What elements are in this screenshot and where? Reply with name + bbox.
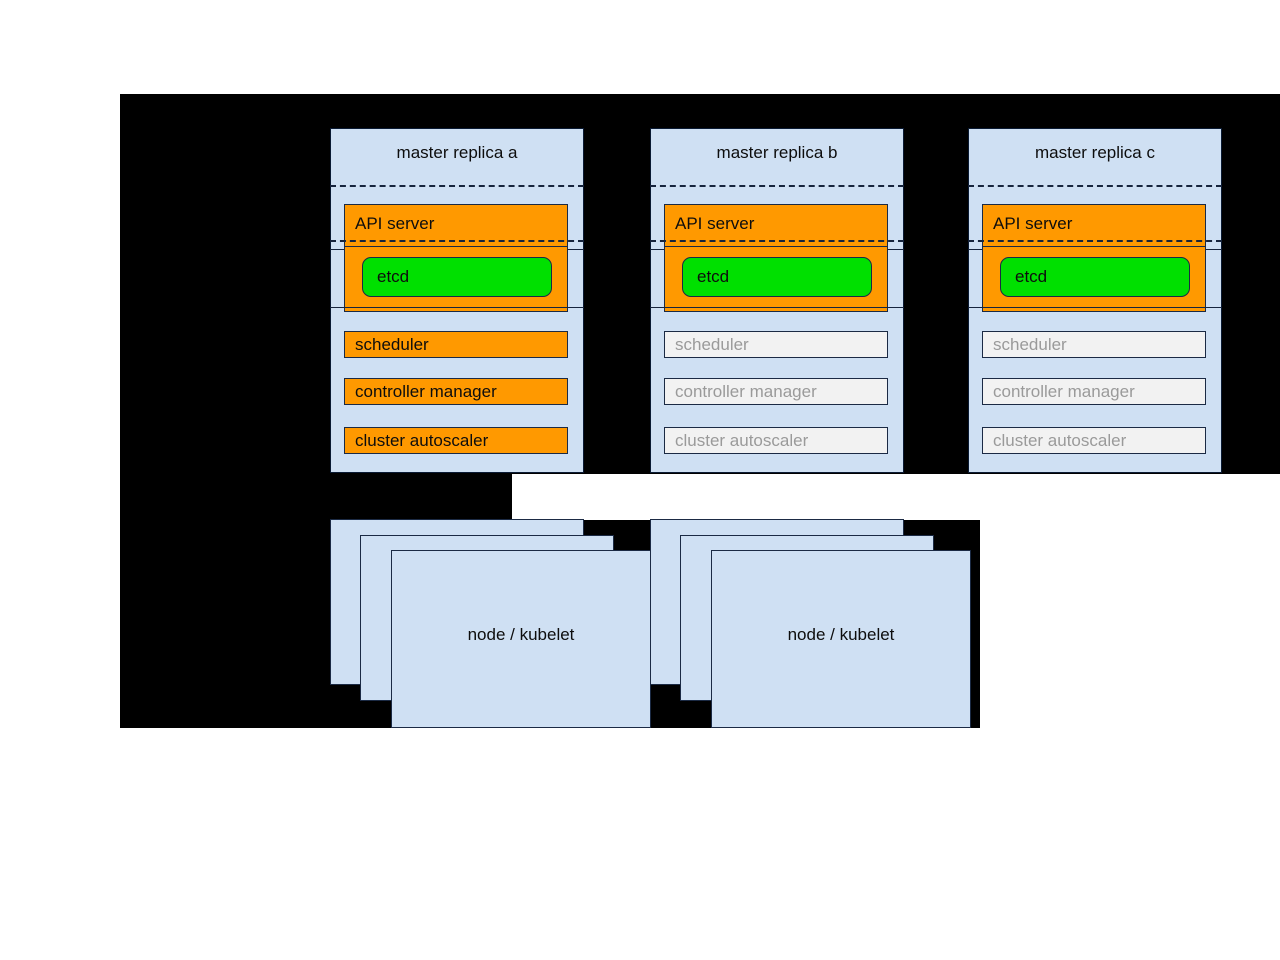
master-replica-a-divider-mid: [330, 240, 584, 242]
master-replica-c-component-cluster-autoscaler[interactable]: cluster autoscaler: [982, 427, 1206, 454]
master-replica-a-component-cluster-autoscaler-label: cluster autoscaler: [355, 430, 489, 450]
master-replica-b-rule-lower: [650, 307, 904, 308]
master-replica-c-divider-top: [968, 185, 1222, 187]
master-replica-a-component-controller-manager-label: controller manager: [355, 381, 497, 401]
master-replica-c-title: master replica c: [1035, 143, 1155, 162]
master-replica-a-api-server-label: API server: [355, 214, 435, 233]
node-group-1-label: node / kubelet: [467, 625, 575, 644]
master-replica-a-title: master replica a: [396, 143, 518, 162]
node-group-1-stack-front[interactable]: node / kubelet: [391, 550, 651, 728]
master-replica-b-component-cluster-autoscaler[interactable]: cluster autoscaler: [664, 427, 888, 454]
background-fill-notch: [120, 474, 512, 520]
master-replica-b-api-server-label: API server: [675, 214, 755, 233]
master-replica-a-component-scheduler-label: scheduler: [355, 334, 429, 354]
master-replica-c-rule-lower: [968, 307, 1222, 308]
master-replica-b-etcd-label: etcd: [697, 267, 730, 286]
node-group-2-label: node / kubelet: [787, 625, 895, 644]
master-replica-c-divider-mid: [968, 240, 1222, 242]
master-replica-b-divider-top: [650, 185, 904, 187]
master-replica-c-component-cluster-autoscaler-label: cluster autoscaler: [993, 430, 1127, 450]
master-replica-a-component-scheduler[interactable]: scheduler: [344, 331, 568, 358]
master-replica-b-component-controller-manager-label: controller manager: [675, 381, 817, 401]
master-replica-c-component-scheduler-label: scheduler: [993, 334, 1067, 354]
node-group-2-stack-front[interactable]: node / kubelet: [711, 550, 971, 728]
master-replica-c-component-controller-manager[interactable]: controller manager: [982, 378, 1206, 405]
master-replica-b-etcd[interactable]: etcd: [682, 257, 872, 297]
master-replica-b-title: master replica b: [716, 143, 838, 162]
master-replica-c-api-server-label: API server: [993, 214, 1073, 233]
master-replica-c-component-controller-manager-label: controller manager: [993, 381, 1135, 401]
master-replica-c-etcd-label: etcd: [1015, 267, 1048, 286]
master-replica-a-divider-top: [330, 185, 584, 187]
master-replica-b-component-scheduler[interactable]: scheduler: [664, 331, 888, 358]
master-replica-b-component-scheduler-label: scheduler: [675, 334, 749, 354]
master-replica-b-etcd-host: etcd: [664, 246, 888, 312]
master-replica-a-component-controller-manager[interactable]: controller manager: [344, 378, 568, 405]
master-replica-b-component-controller-manager[interactable]: controller manager: [664, 378, 888, 405]
master-replica-a-rule-lower: [330, 307, 584, 308]
master-replica-a-etcd-label: etcd: [377, 267, 410, 286]
master-replica-c-etcd[interactable]: etcd: [1000, 257, 1190, 297]
master-replica-a-etcd[interactable]: etcd: [362, 257, 552, 297]
master-replica-c-etcd-host: etcd: [982, 246, 1206, 312]
master-replica-b-component-cluster-autoscaler-label: cluster autoscaler: [675, 430, 809, 450]
master-replica-a-etcd-host: etcd: [344, 246, 568, 312]
master-replica-a-component-cluster-autoscaler[interactable]: cluster autoscaler: [344, 427, 568, 454]
master-replica-c-component-scheduler[interactable]: scheduler: [982, 331, 1206, 358]
master-replica-b-divider-mid: [650, 240, 904, 242]
